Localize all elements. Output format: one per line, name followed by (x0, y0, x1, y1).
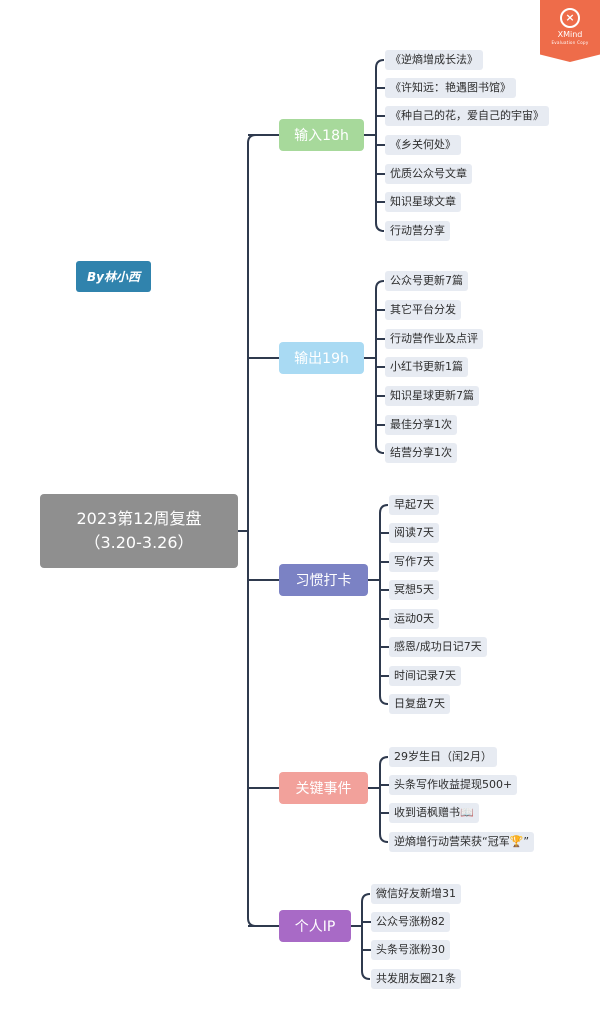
xmind-evaluation-badge: × XMind Evaluation Copy (540, 0, 600, 62)
badge-subtitle: Evaluation Copy (551, 40, 589, 45)
leaf-bracket-line (379, 756, 389, 843)
subtopic-item[interactable]: 结营分享1次 (385, 443, 457, 463)
subtopic-item[interactable]: 阅读7天 (389, 523, 439, 543)
subtopic-item[interactable]: 小红书更新1篇 (385, 357, 468, 377)
subtopic-item[interactable]: 《种自己的花，爱自己的宇宙》 (385, 106, 549, 126)
xmind-close-icon: × (560, 8, 580, 28)
subtopic-item[interactable]: 头条号涨粉30 (371, 940, 450, 960)
subtopic-item[interactable]: 优质公众号文章 (385, 164, 472, 184)
subtopic-item[interactable]: 日复盘7天 (389, 694, 450, 714)
badge-brand: XMind (557, 30, 583, 39)
subtopic-item[interactable]: 时间记录7天 (389, 666, 461, 686)
subtopic-item[interactable]: 行动营分享 (385, 221, 450, 241)
subtopic-item[interactable]: 29岁生日（闰2月） (389, 747, 497, 767)
leaf-bracket-line (361, 893, 371, 980)
subtopic-item[interactable]: 公众号更新7篇 (385, 271, 468, 291)
subtopic-item[interactable]: 知识星球文章 (385, 192, 461, 212)
branch-topic-1[interactable]: 输入18h (279, 119, 364, 151)
subtopic-item[interactable]: 冥想5天 (389, 580, 439, 600)
branch-topic-5[interactable]: 个人IP (279, 910, 351, 942)
trunk-line (247, 134, 257, 927)
subtopic-item[interactable]: 头条写作收益提现500+ (389, 775, 518, 795)
subtopic-item[interactable]: 运动0天 (389, 609, 439, 629)
branch-topic-3[interactable]: 习惯打卡 (279, 564, 368, 596)
subtopic-item[interactable]: 行动营作业及点评 (385, 329, 483, 349)
subtopic-item[interactable]: 共发朋友圈21条 (371, 969, 461, 989)
author-label[interactable]: By林小西 (76, 261, 151, 292)
subtopic-item[interactable]: 其它平台分发 (385, 300, 461, 320)
branch-topic-4[interactable]: 关键事件 (279, 772, 368, 804)
subtopic-item[interactable]: 逆熵增行动营荣获“冠军🏆” (389, 832, 535, 852)
subtopic-item[interactable]: 早起7天 (389, 495, 439, 515)
subtopic-item[interactable]: 公众号涨粉82 (371, 912, 450, 932)
subtopic-item[interactable]: 收到语枫赠书📖 (389, 803, 479, 823)
central-topic-date-range: （3.20-3.26） (84, 533, 194, 552)
subtopic-item[interactable]: 写作7天 (389, 552, 439, 572)
central-topic-title: 2023第12周复盘 (76, 509, 202, 528)
subtopic-item[interactable]: 知识星球更新7篇 (385, 386, 479, 406)
central-topic[interactable]: 2023第12周复盘 （3.20-3.26） (40, 494, 238, 568)
subtopic-item[interactable]: 感恩/成功日记7天 (389, 637, 487, 657)
subtopic-item[interactable]: 最佳分享1次 (385, 415, 457, 435)
subtopic-item[interactable]: 《逆熵增成长法》 (385, 50, 483, 70)
subtopic-item[interactable]: 《乡关何处》 (385, 135, 461, 155)
subtopic-item[interactable]: 微信好友新增31 (371, 884, 461, 904)
leaf-bracket-line (379, 504, 389, 705)
branch-topic-2[interactable]: 输出19h (279, 342, 364, 374)
subtopic-item[interactable]: 《许知远：艳遇图书馆》 (385, 78, 516, 98)
